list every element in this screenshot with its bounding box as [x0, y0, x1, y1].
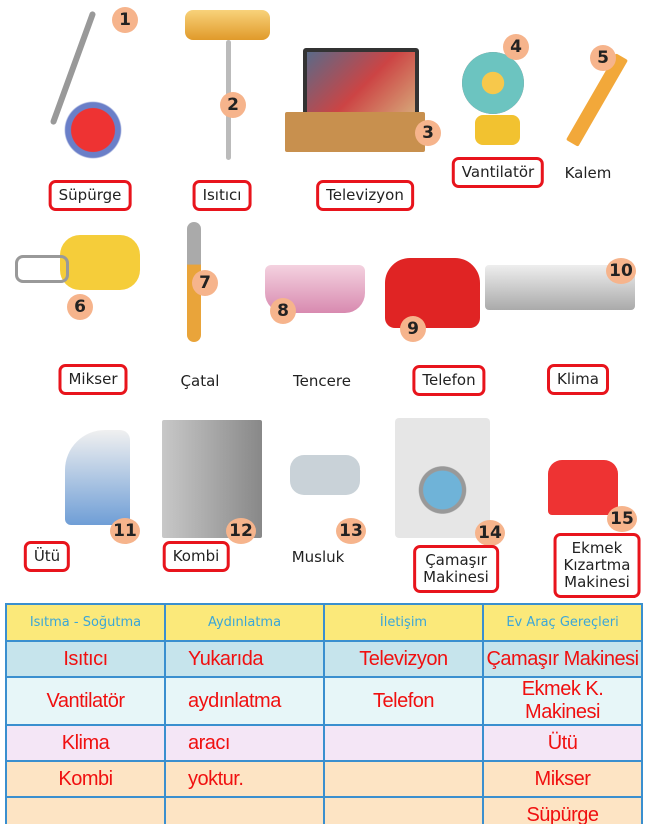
item-label: Kalem [564, 164, 612, 182]
table-row: Vantilatör aydınlatma Telefon Ekmek K. M… [5, 676, 643, 726]
item-label: Mikser [58, 364, 128, 395]
table-cell: Telefon [323, 676, 484, 726]
tv-cabinet-image [285, 112, 425, 152]
mixer-beaters-image [15, 255, 69, 283]
item-number: 9 [400, 316, 426, 342]
item-label: Klima [547, 364, 609, 395]
item-number: 2 [220, 92, 246, 118]
item-number: 3 [415, 120, 441, 146]
table-cell: Çamaşır Makinesi [482, 640, 643, 678]
item-label: Televizyon [316, 180, 414, 211]
column-header: Ev Araç Gereçleri [482, 603, 643, 642]
item-label: Süpürge [48, 180, 132, 211]
classification-table: Isıtma - Soğutma Aydınlatma İletişim Ev … [5, 603, 643, 824]
toaster-image [548, 460, 618, 515]
item-number: 13 [336, 518, 366, 544]
item-number: 1 [112, 7, 138, 33]
column-header: Isıtma - Soğutma [5, 603, 166, 642]
table-cell: aracı [164, 724, 325, 762]
item-label: Ütü [23, 541, 71, 572]
item-number: 11 [110, 518, 140, 544]
mixer-image [60, 235, 140, 290]
item-label: Ekmek Kızartma Makinesi [553, 533, 641, 598]
item-number: 15 [607, 506, 637, 532]
table-cell: Ekmek K. Makinesi [482, 676, 643, 726]
table-cell: aydınlatma [164, 676, 325, 726]
faucet-image [290, 455, 360, 495]
item-label: Musluk [291, 548, 345, 566]
item-label: Isıtıcı [192, 180, 252, 211]
item-label: Çamaşır Makinesi [413, 545, 499, 593]
item-number: 14 [475, 520, 505, 546]
item-number: 6 [67, 294, 93, 320]
table-row: Klima aracı Ütü [5, 724, 643, 762]
iron-image [65, 430, 130, 525]
label-line: Makinesi [564, 573, 630, 591]
item-number: 7 [192, 270, 218, 296]
table-cell: Kombi [5, 760, 166, 798]
heater-image [185, 10, 270, 40]
label-line: Ekmek [571, 539, 623, 557]
table-row: Kombi yoktur. Mikser [5, 760, 643, 798]
item-number: 8 [270, 298, 296, 324]
item-label: Çatal [180, 372, 220, 390]
table-row: Isıtıcı Yukarıda Televizyon Çamaşır Maki… [5, 640, 643, 678]
item-number: 12 [226, 518, 256, 544]
label-line: Makinesi [423, 568, 489, 586]
table-cell [323, 796, 484, 824]
table-cell [323, 760, 484, 798]
table-cell [323, 724, 484, 762]
table-cell: Ütü [482, 724, 643, 762]
item-number: 10 [606, 258, 636, 284]
item-number: 4 [503, 34, 529, 60]
table-cell: Klima [5, 724, 166, 762]
item-label: Vantilatör [451, 157, 545, 188]
table-cell: Vantilatör [5, 676, 166, 726]
column-header: İletişim [323, 603, 484, 642]
table-cell: Isıtıcı [5, 640, 166, 678]
table-row: Süpürge [5, 796, 643, 824]
column-header: Aydınlatma [164, 603, 325, 642]
fan-base-image [475, 115, 520, 145]
table-cell: Televizyon [323, 640, 484, 678]
fan-image [462, 52, 524, 114]
telephone-image [385, 258, 480, 328]
item-number: 5 [590, 45, 616, 71]
table-cell [164, 796, 325, 824]
item-label: Tencere [293, 372, 351, 390]
table-cell: Yukarıda [164, 640, 325, 678]
table-header-row: Isıtma - Soğutma Aydınlatma İletişim Ev … [5, 603, 643, 642]
table-cell: yoktur. [164, 760, 325, 798]
label-line: Kızartma [563, 556, 631, 574]
item-label: Kombi [162, 541, 230, 572]
table-cell: Mikser [482, 760, 643, 798]
table-cell: Süpürge [482, 796, 643, 824]
label-line: Çamaşır [425, 551, 487, 569]
vacuum-cleaner-image [30, 95, 135, 165]
item-label: Telefon [412, 365, 486, 396]
table-cell [5, 796, 166, 824]
washing-machine-image [395, 418, 490, 538]
